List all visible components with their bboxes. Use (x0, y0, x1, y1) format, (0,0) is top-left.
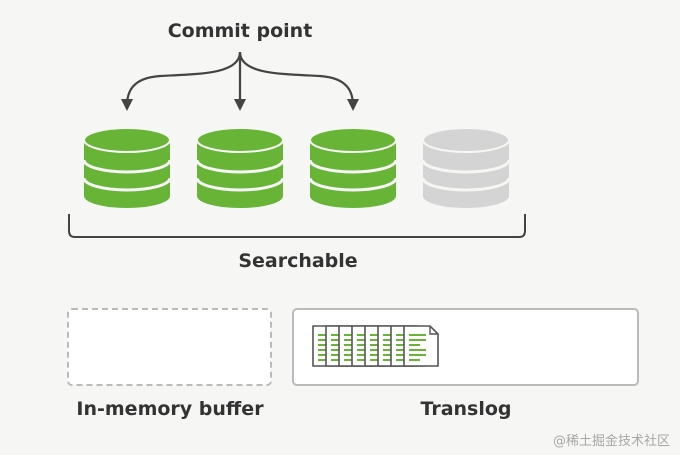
segment-cylinder-3 (308, 127, 398, 208)
translog-label: Translog (420, 398, 512, 420)
watermark: @稀土掘金技术社区 (552, 434, 670, 449)
in-memory-buffer-box (67, 308, 272, 386)
searchable-label: Searchable (238, 250, 358, 272)
segments-group (82, 127, 511, 208)
in-memory-buffer-label: In-memory buffer (76, 398, 264, 420)
translog-documents (312, 325, 439, 367)
searchable-bracket (68, 214, 526, 238)
translog-document-8 (403, 325, 439, 367)
arrow-to-segment-1 (121, 51, 242, 111)
arrow-to-segment-3 (238, 51, 359, 111)
segment-cylinder-2 (195, 127, 285, 208)
segment-cylinder-1 (82, 127, 172, 208)
segment-cylinder-4 (421, 127, 511, 208)
commit-arrows (121, 51, 359, 111)
commit-point-label: Commit point (167, 20, 313, 42)
